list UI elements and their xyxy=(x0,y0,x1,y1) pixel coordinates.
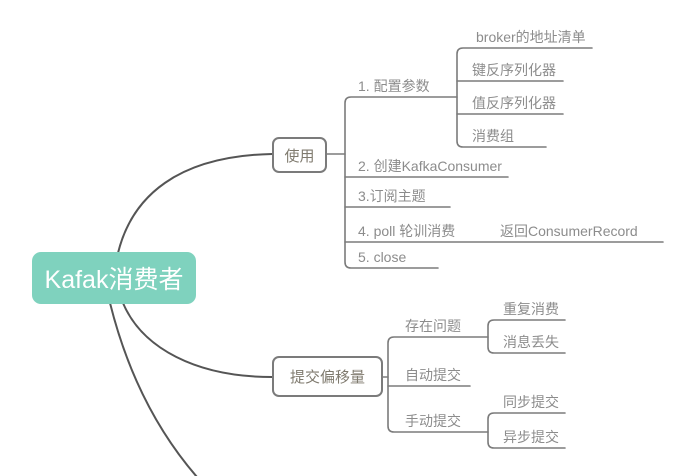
bracket-offset-children xyxy=(387,336,489,433)
topic-async-commit[interactable]: 异步提交 xyxy=(503,429,559,445)
topic-repeat-consume[interactable]: 重复消费 xyxy=(503,301,559,317)
topic-commit-offset[interactable]: 提交偏移量 xyxy=(272,356,383,397)
topic-poll-result[interactable]: 返回ConsumerRecord xyxy=(500,223,638,239)
topic-config-params[interactable]: 1. 配置参数 xyxy=(358,78,430,94)
curve-root-to-offscreen xyxy=(109,302,198,476)
topic-broker-address-list[interactable]: broker的地址清单 xyxy=(476,29,586,45)
topic-auto-commit[interactable]: 自动提交 xyxy=(405,367,461,383)
bracket-manual-children xyxy=(487,412,566,449)
topic-message-loss[interactable]: 消息丢失 xyxy=(503,334,559,350)
topic-sync-commit[interactable]: 同步提交 xyxy=(503,394,559,410)
topic-problems[interactable]: 存在问题 xyxy=(405,318,461,334)
root-topic[interactable]: Kafak消费者 xyxy=(32,252,196,304)
topic-key-deserializer[interactable]: 键反序列化器 xyxy=(472,62,556,78)
topic-manual-commit[interactable]: 手动提交 xyxy=(405,413,461,429)
bracket-usage-children xyxy=(344,96,458,269)
topic-usage[interactable]: 使用 xyxy=(272,137,327,173)
topic-subscribe[interactable]: 3.订阅主题 xyxy=(358,188,426,204)
topic-close[interactable]: 5. close xyxy=(358,249,407,265)
topic-create-consumer[interactable]: 2. 创建KafkaConsumer xyxy=(358,158,502,174)
topic-poll[interactable]: 4. poll 轮训消费 xyxy=(358,223,456,239)
topic-value-deserializer[interactable]: 值反序列化器 xyxy=(472,95,556,111)
topic-consumer-group[interactable]: 消费组 xyxy=(472,128,514,144)
bracket-problem-children xyxy=(487,319,566,354)
curve-root-to-usage xyxy=(117,153,273,254)
bracket-config-children xyxy=(456,47,593,148)
curve-root-to-offset xyxy=(122,302,273,378)
